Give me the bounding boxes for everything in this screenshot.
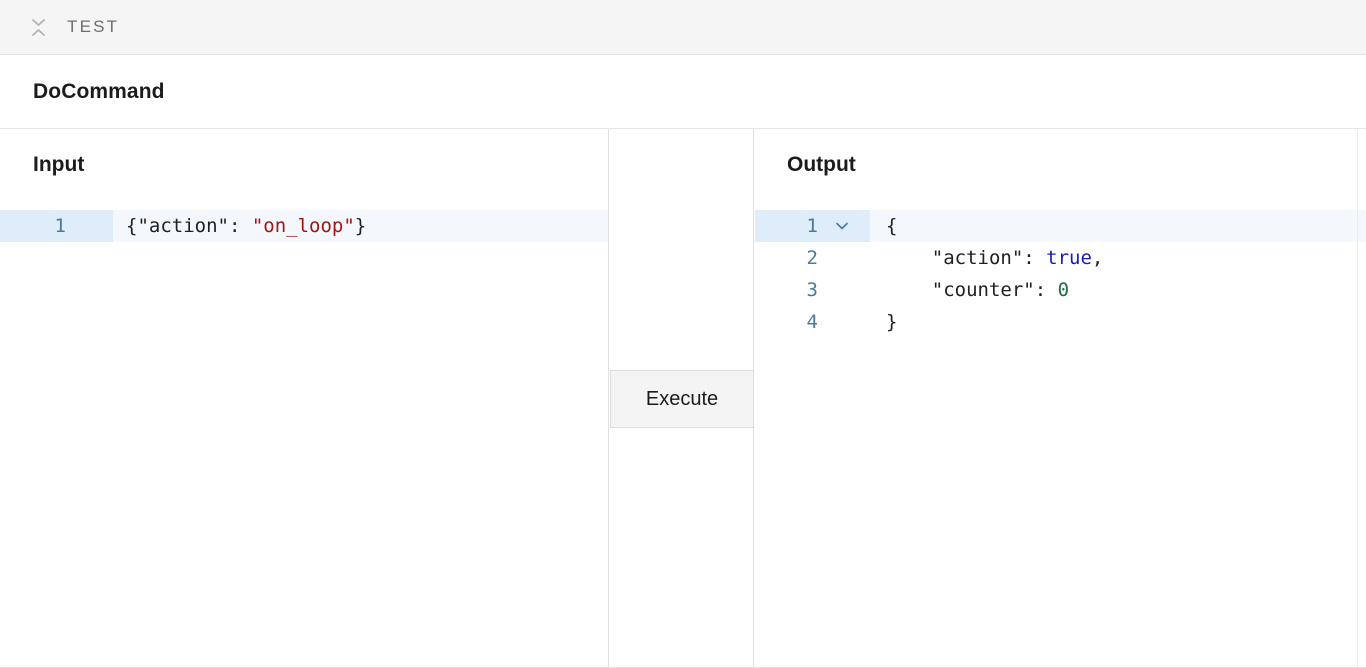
code-token-bool: true: [1046, 247, 1092, 269]
line-number: 1: [0, 210, 113, 242]
code-content[interactable]: "action": true,: [870, 242, 1366, 274]
code-content[interactable]: }: [870, 306, 1366, 338]
chevron-down-icon[interactable]: [835, 219, 849, 233]
code-content[interactable]: {"action": "on_loop"}: [113, 210, 608, 242]
collapse-chevrons-icon[interactable]: [30, 16, 46, 38]
code-token-comma: ,: [1091, 247, 1104, 269]
line-number: 2: [806, 247, 818, 269]
code-line[interactable]: 4 }: [755, 306, 1366, 338]
code-line[interactable]: 3 "counter": 0: [755, 274, 1366, 306]
line-number: 4: [806, 311, 818, 333]
output-editor[interactable]: 1 { 2 "action": true, 3: [755, 210, 1366, 338]
line-number: 3: [806, 279, 818, 301]
code-token-plain: {"action":: [126, 215, 252, 237]
code-token-plain: }: [354, 215, 367, 237]
vertical-scrollbar[interactable]: [1357, 129, 1358, 667]
line-number-wrap: 1: [755, 210, 870, 242]
line-number: 1: [806, 215, 818, 237]
execute-button[interactable]: Execute: [610, 370, 754, 428]
input-editor[interactable]: 1 {"action": "on_loop"}: [0, 210, 608, 242]
panels-container: Input 1 {"action": "on_loop"} Execute Ou…: [0, 129, 1366, 668]
action-panel: Execute: [610, 129, 754, 667]
code-line[interactable]: 1 {: [755, 210, 1366, 242]
page-title: DoCommand: [33, 79, 165, 103]
command-header: DoCommand: [0, 55, 1366, 129]
top-bar: TEST: [0, 0, 1366, 55]
code-token-key: "action":: [886, 247, 1047, 269]
code-token-string: "on_loop": [251, 215, 355, 237]
code-token-plain: {: [886, 215, 898, 237]
panel-label: TEST: [67, 17, 120, 36]
output-panel: Output 1 { 2 "action":: [755, 129, 1366, 667]
code-content[interactable]: {: [870, 210, 1366, 242]
code-token-key: "counter":: [886, 279, 1058, 301]
code-token-number: 0: [1057, 279, 1070, 301]
code-line[interactable]: 2 "action": true,: [755, 242, 1366, 274]
code-token-plain: }: [886, 311, 898, 333]
code-line[interactable]: 1 {"action": "on_loop"}: [0, 210, 608, 242]
input-panel: Input 1 {"action": "on_loop"}: [0, 129, 609, 667]
code-content[interactable]: "counter": 0: [870, 274, 1366, 306]
input-heading: Input: [33, 153, 85, 176]
output-heading: Output: [787, 153, 856, 176]
